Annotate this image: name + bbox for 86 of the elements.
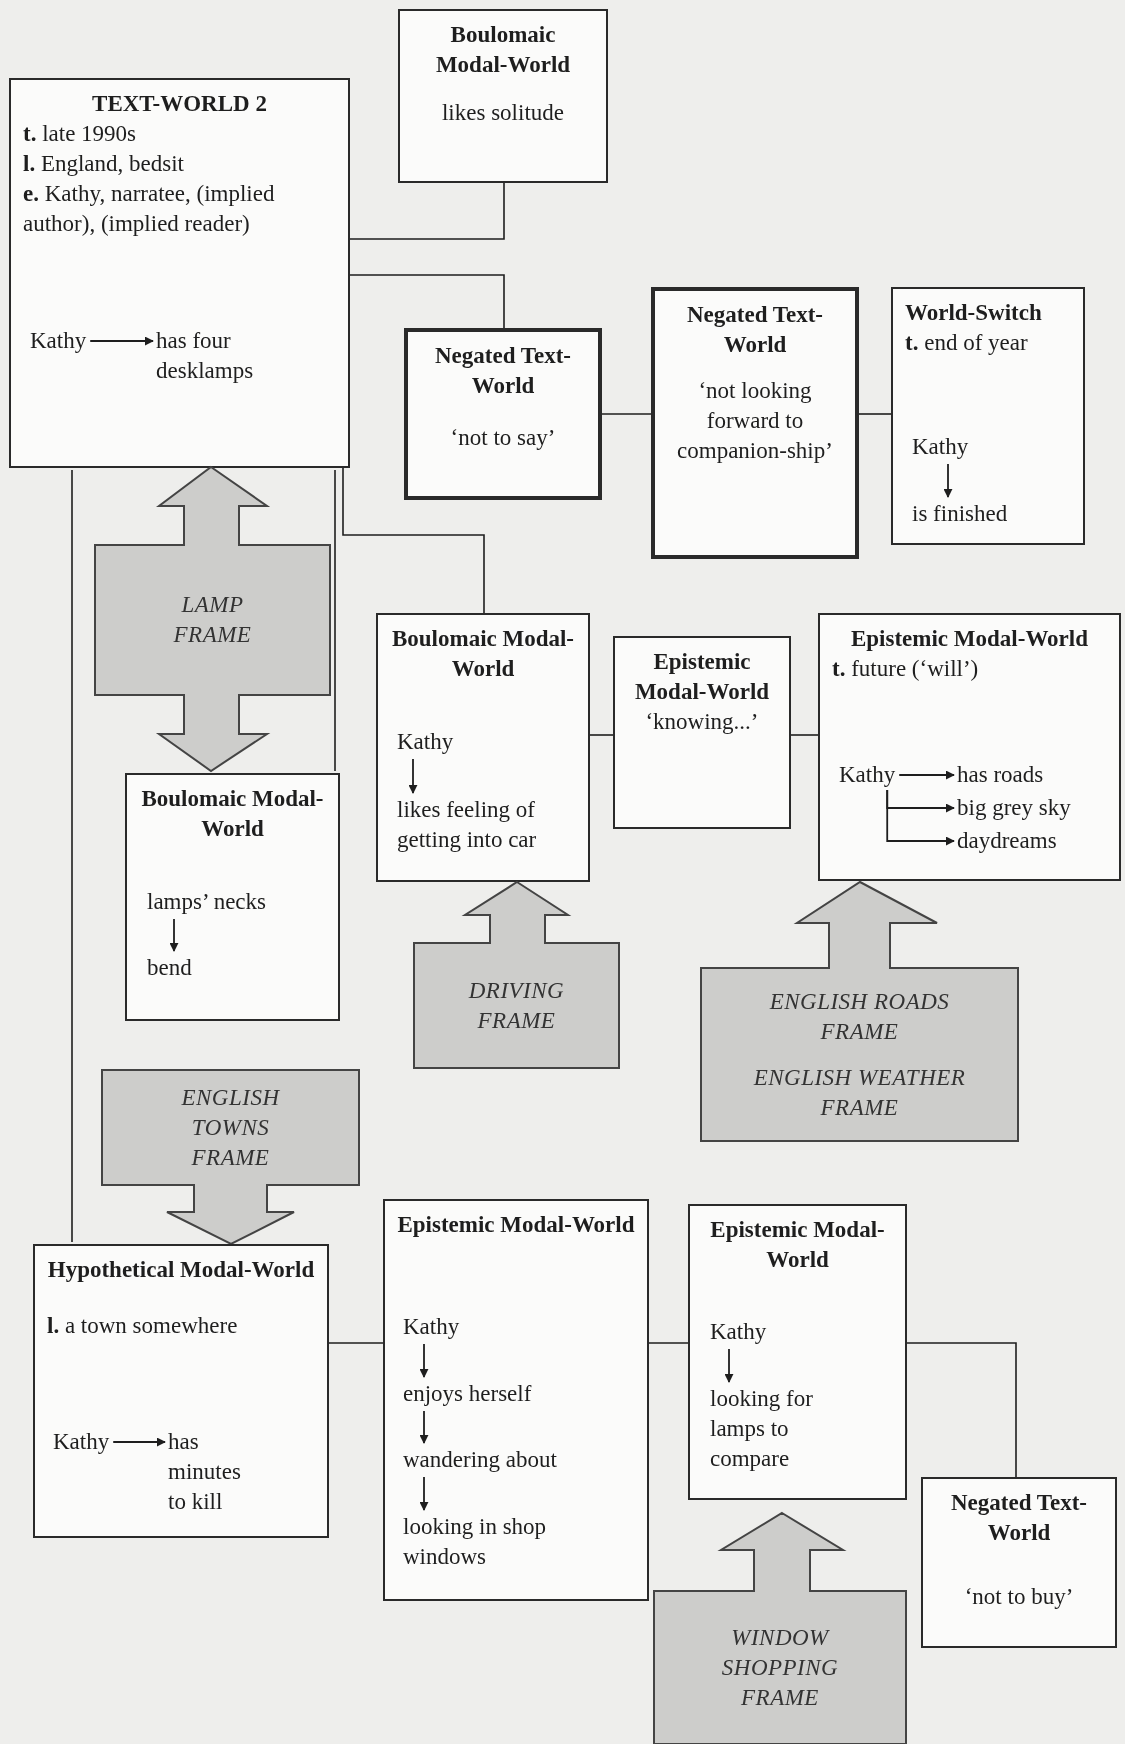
world-text: e. Kathy, narratee, (implied author), (implied reader) bbox=[23, 180, 276, 238]
frame-label: WINDOW SHOPPING FRAME bbox=[720, 1623, 840, 1712]
connector-line bbox=[858, 413, 892, 415]
world-text: Kathy bbox=[912, 432, 969, 462]
arrow bbox=[419, 1343, 429, 1378]
world-text: has minutes to kill bbox=[168, 1427, 263, 1517]
world-text: daydreams bbox=[957, 826, 1057, 856]
world-box bbox=[818, 613, 1121, 881]
world-text: ‘knowing...’ bbox=[644, 708, 760, 736]
world-box bbox=[376, 613, 590, 882]
arrow bbox=[943, 463, 953, 498]
arrow bbox=[408, 758, 418, 794]
connector-line bbox=[648, 1342, 689, 1344]
world-box bbox=[921, 1477, 1117, 1648]
frame-label: LAMP FRAME bbox=[172, 591, 253, 649]
world-box bbox=[383, 1199, 649, 1601]
world-text: ‘not to say’ bbox=[449, 424, 557, 452]
frame-label: ENGLISH WEATHER FRAME bbox=[752, 1063, 967, 1122]
world-text: looking in shop windows bbox=[403, 1512, 603, 1572]
world-text: Kathy bbox=[397, 727, 454, 757]
world-box bbox=[33, 1244, 329, 1538]
world-box bbox=[891, 287, 1085, 545]
frame-label: ENGLISH TOWNS FRAME bbox=[180, 1083, 281, 1172]
arrow bbox=[419, 1410, 429, 1444]
arrow bbox=[419, 1476, 429, 1511]
arrow bbox=[886, 789, 955, 846]
connector-line bbox=[349, 274, 505, 329]
world-heading: TEXT-WORLD 2 bbox=[91, 90, 268, 118]
world-text: wandering about bbox=[403, 1445, 557, 1475]
world-text: Kathy bbox=[30, 326, 87, 356]
world-text: Kathy bbox=[403, 1312, 460, 1342]
world-text: ‘not to buy’ bbox=[963, 1583, 1075, 1611]
world-box bbox=[398, 9, 608, 183]
world-heading: Epistemic Modal-World bbox=[633, 648, 771, 706]
world-box bbox=[404, 328, 602, 500]
frame-label: DRIVING FRAME bbox=[467, 976, 566, 1035]
world-text: l. a town somewhere bbox=[47, 1312, 239, 1340]
world-box bbox=[125, 773, 340, 1021]
world-text: looking for lamps to compare bbox=[710, 1384, 840, 1474]
world-heading: Negated Text-World bbox=[685, 301, 825, 359]
world-heading: Hypothetical Modal-World bbox=[47, 1256, 315, 1284]
world-box bbox=[9, 78, 350, 468]
world-text: lamps’ necks bbox=[147, 887, 266, 917]
frame-label: ENGLISH ROADS FRAME bbox=[768, 987, 951, 1046]
world-text: is finished bbox=[912, 499, 1008, 529]
world-heading: Negated Text-World bbox=[433, 342, 573, 400]
world-heading: Boulomaic Modal-World bbox=[434, 21, 572, 79]
connector-line bbox=[589, 734, 614, 736]
arrow bbox=[898, 770, 955, 780]
connector-line bbox=[342, 467, 485, 614]
connector-line bbox=[328, 1342, 384, 1344]
connector-line bbox=[334, 469, 336, 772]
world-heading: World-Switch bbox=[905, 299, 1043, 327]
connector-line bbox=[790, 734, 819, 736]
arrow bbox=[89, 336, 154, 346]
world-text: enjoys herself bbox=[403, 1379, 532, 1409]
world-text: Kathy bbox=[710, 1317, 767, 1347]
world-text: likes solitude bbox=[441, 99, 565, 127]
world-text: t. late 1990s bbox=[23, 120, 138, 148]
arrow bbox=[112, 1437, 166, 1447]
connector-line bbox=[906, 1342, 1017, 1478]
world-text: Kathy bbox=[53, 1427, 110, 1457]
world-text: Kathy bbox=[839, 760, 896, 790]
world-box bbox=[688, 1204, 907, 1500]
world-text: bend bbox=[147, 953, 192, 983]
world-heading: Epistemic Modal-World bbox=[850, 625, 1089, 653]
connector-line bbox=[349, 182, 505, 240]
world-text: has roads bbox=[957, 760, 1044, 790]
world-heading: Boulomaic Modal-World bbox=[390, 625, 576, 683]
world-heading: Epistemic Modal-World bbox=[709, 1216, 886, 1274]
world-text: has four desklamps bbox=[156, 326, 286, 386]
connector-line bbox=[601, 413, 652, 415]
world-box bbox=[651, 287, 859, 559]
world-heading: Epistemic Modal-World bbox=[397, 1211, 635, 1239]
world-text: ‘not looking forward to companion-ship’ bbox=[676, 377, 834, 465]
world-text: t. end of year bbox=[905, 329, 1029, 357]
world-heading: Negated Text-World bbox=[949, 1489, 1089, 1547]
world-text: big grey sky bbox=[957, 793, 1071, 823]
arrow bbox=[724, 1348, 734, 1383]
world-text: l. England, bedsit bbox=[23, 150, 185, 178]
world-text: likes feeling of getting into car bbox=[397, 795, 582, 855]
world-text: t. future (‘will’) bbox=[832, 655, 980, 683]
connector-line bbox=[71, 469, 73, 1243]
world-heading: Boulomaic Modal-World bbox=[140, 785, 325, 843]
arrow bbox=[169, 918, 179, 952]
world-box bbox=[613, 636, 791, 829]
